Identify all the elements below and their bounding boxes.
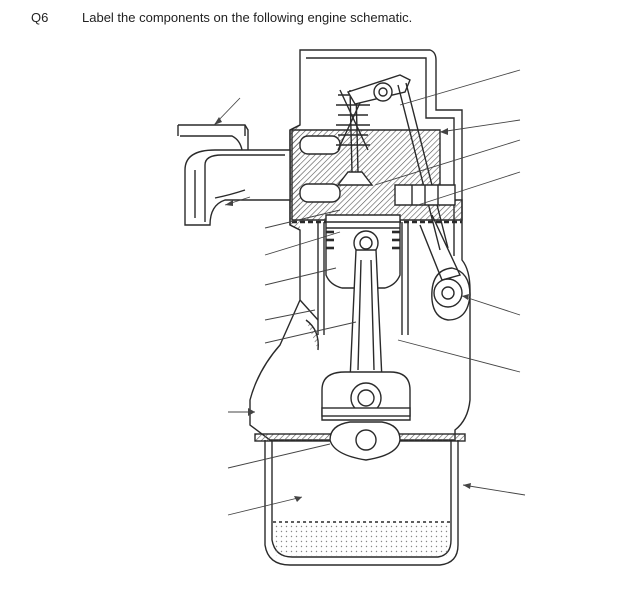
- engine-block-outline: [249, 49, 471, 441]
- cylinder-wall-right: [401, 222, 409, 335]
- label-line-12: [461, 295, 521, 316]
- label-line-16: [227, 496, 303, 516]
- label-line-9: [264, 267, 337, 286]
- oil-sump: [264, 440, 459, 566]
- valve-head: [336, 171, 374, 186]
- question-number: Q6: [31, 10, 49, 25]
- cylinder-wall-left: [317, 222, 325, 335]
- label-line-17: [462, 484, 526, 496]
- rocker-pivot: [373, 82, 393, 102]
- camshaft: [433, 278, 463, 308]
- label-line-6: [417, 171, 521, 206]
- exhaust-port: [299, 183, 341, 203]
- piston-rings: [326, 230, 400, 250]
- intake-port: [299, 135, 341, 155]
- label-line-13: [397, 339, 521, 373]
- label-line-8: [264, 231, 341, 256]
- label-line-10: [264, 309, 316, 321]
- label-line-5: [374, 139, 521, 186]
- label-line-7: [264, 209, 341, 229]
- label-line-11: [264, 321, 357, 344]
- label-line-4: [439, 119, 521, 133]
- pushrod: [397, 82, 449, 251]
- connecting-rod: [349, 249, 383, 381]
- sump-oil: [273, 522, 450, 556]
- question-text: Label the components on the following en…: [82, 10, 413, 25]
- label-line-3: [399, 69, 521, 106]
- label-lines: [213, 69, 526, 516]
- label-line-15: [227, 443, 331, 469]
